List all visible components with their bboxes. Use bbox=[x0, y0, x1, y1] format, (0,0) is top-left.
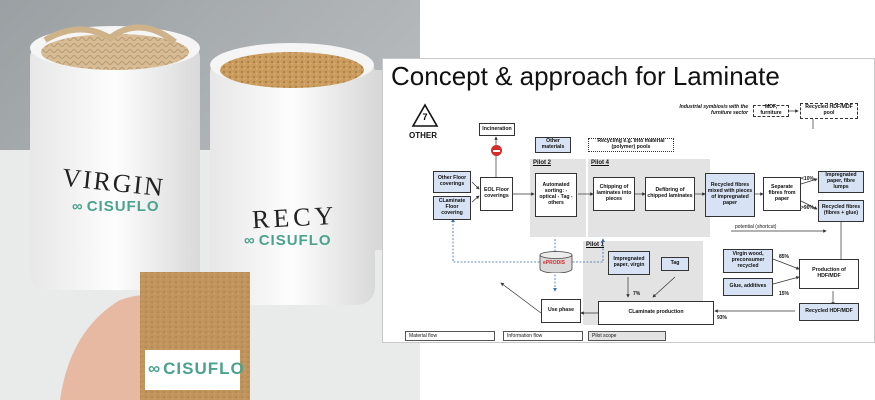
jar-left-brand: ∞ CISUFLO bbox=[72, 198, 160, 215]
eol-box: EOL Floor coverings bbox=[480, 177, 513, 211]
legend-material: Material flow bbox=[405, 331, 495, 341]
photo-illustration bbox=[0, 0, 420, 400]
product-photo: VIRGIN ∞ CISUFLO RECY ∞ CISUFLO ∞ CISUFL… bbox=[0, 0, 420, 400]
cisuflo-logo-icon: ∞ bbox=[244, 232, 255, 249]
sorting-box: Automated sorting: - optical - Tag - oth… bbox=[535, 173, 577, 217]
recycle-icon: 7 bbox=[411, 103, 439, 129]
jar-right-label: RECY bbox=[251, 200, 339, 235]
impregnated-lumps-box: Impregnated paper, fibre lumps bbox=[818, 171, 864, 193]
eprodis-database-icon bbox=[539, 251, 573, 274]
other-floor-box: Other Floor coverings bbox=[433, 171, 471, 193]
recycled-hdf-box: Recycled HDF/MDF bbox=[799, 303, 859, 321]
cisuflo-logo-icon: ∞ bbox=[72, 198, 83, 215]
tag-box: Tag bbox=[661, 257, 689, 271]
legend-information: Information flow bbox=[503, 331, 583, 341]
cube-brand: ∞ CISUFLO bbox=[148, 359, 245, 378]
virgin-wood-box: Virgin wood, preconsumer recycled bbox=[723, 249, 773, 273]
incineration-box: Incineration bbox=[479, 123, 515, 136]
glue-additives-box: Glue, additives bbox=[723, 278, 773, 296]
industrial-note: Industrial symbiosis with the furniture … bbox=[679, 104, 748, 116]
no-entry-icon bbox=[491, 145, 502, 156]
separate-box: Separate fibres from paper bbox=[763, 177, 801, 211]
defibring-box: Defibring of chipped laminates bbox=[645, 177, 695, 211]
value-gt90: >90% bbox=[801, 205, 814, 211]
impregnated-virgin-box: Impregnated paper, virgin bbox=[608, 251, 650, 275]
value-15: 15% bbox=[779, 291, 790, 297]
production-box: Production of HDF/MDF bbox=[799, 259, 859, 289]
other-materials-box: Other materials bbox=[535, 137, 571, 153]
slide-title: Concept & approach for Laminate bbox=[391, 61, 780, 91]
pilot-1-label: Pilot 1 bbox=[586, 242, 605, 248]
cisuflo-logo-icon: ∞ bbox=[148, 359, 161, 378]
chipping-box: Chipping of laminates into pieces bbox=[593, 177, 635, 211]
jar-right-brand: ∞ CISUFLO bbox=[244, 232, 332, 249]
pilot-2-label: Pilot 2 bbox=[533, 160, 552, 166]
recycling-note-box: Recycling e.g. into material (polymer) p… bbox=[588, 138, 674, 152]
concept-slide: Concept & approach for Laminate Pilot 2 … bbox=[382, 58, 875, 343]
use-phase-box: Use phase bbox=[541, 299, 581, 323]
value-7: 7% bbox=[633, 291, 641, 297]
mdf-furniture-box: MDF, furniture bbox=[753, 104, 789, 117]
value-93: 93% bbox=[717, 315, 728, 321]
legend-pilot: Pilot scope bbox=[588, 331, 666, 341]
claminate-floor-box: CLaminate Floor covering bbox=[433, 196, 471, 220]
recycled-pool-box: Recycled HDF/MDF pool bbox=[800, 103, 858, 119]
pilot-4-label: Pilot 4 bbox=[591, 160, 610, 166]
recycle-label: OTHER bbox=[409, 131, 437, 140]
potential-shortcut: potential (shortcut) bbox=[735, 224, 777, 230]
value-lt10: <10% bbox=[801, 176, 814, 182]
recycled-fibres-glue-box: Recycled fibres (fibres + glue) bbox=[818, 200, 864, 222]
recycled-fibres-mixed-box: Recycled fibres mixed with pieces of imp… bbox=[705, 173, 755, 217]
claminate-production-box: CLaminate production bbox=[598, 301, 714, 325]
eprodis-label: ePRODIS bbox=[543, 260, 565, 266]
value-85: 85% bbox=[779, 254, 790, 260]
